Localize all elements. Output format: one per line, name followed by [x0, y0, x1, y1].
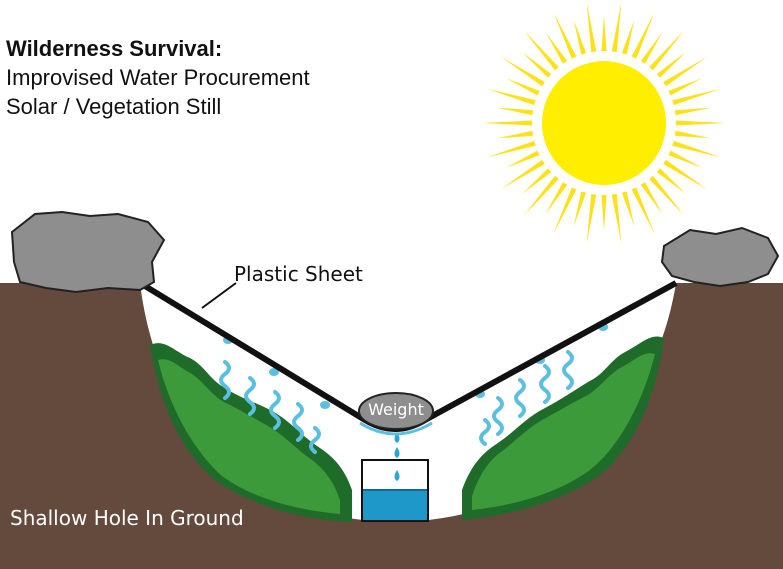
sun-ray [524, 30, 559, 71]
sun-ray [524, 175, 559, 216]
sun-ray [611, 193, 622, 244]
sun-ray [505, 150, 540, 168]
vapor-icon [219, 360, 321, 454]
sun-ray [621, 191, 635, 227]
sun-ray [553, 12, 577, 59]
weight-stone [358, 392, 434, 430]
water-drop-icon [394, 432, 400, 481]
subtitle-line-1: Improvised Water Procurement [6, 65, 310, 90]
plastic-sheet-label: Plastic Sheet [234, 262, 363, 286]
subtitle-line-2: Solar / Vegetation Still [6, 94, 222, 119]
sun-ray [621, 19, 635, 55]
sun-ray [675, 120, 726, 126]
sun-ray [640, 182, 663, 214]
sun-ray [486, 88, 536, 106]
sun-ray [640, 32, 663, 64]
rock-icon [10, 210, 166, 294]
sun-ray [505, 78, 540, 96]
sun-ray [497, 130, 534, 139]
plastic-sheet-pointer [201, 282, 237, 309]
sun-ray [573, 19, 587, 55]
sun-ray [674, 107, 711, 116]
hole-label: Shallow Hole In Ground [10, 506, 244, 530]
sun-ray [672, 140, 722, 158]
ground [0, 283, 783, 569]
rock-icon [660, 226, 780, 288]
sheet-drip [359, 421, 433, 436]
sun-ray [672, 88, 722, 106]
sun-ray [649, 30, 684, 71]
sun-ray [522, 52, 552, 78]
sun-ray [663, 57, 707, 87]
sun-ray [501, 57, 545, 87]
vegetation-icon [150, 343, 352, 522]
sun-ray [649, 175, 684, 216]
sun-disc [542, 61, 666, 185]
sun-ray [522, 168, 552, 194]
page-title: Wilderness Survival: [6, 36, 223, 61]
sun-ray [656, 52, 686, 78]
sun-ray [553, 187, 577, 234]
sun-ray [674, 130, 711, 139]
sun-ray [501, 159, 545, 189]
sun-ray [611, 2, 622, 53]
sun-ray [586, 193, 597, 244]
vegetation-icon [462, 336, 664, 520]
sun-ray [663, 159, 707, 189]
sun-ray [586, 2, 597, 53]
sun-ray [631, 12, 655, 59]
sun-ray [497, 107, 534, 116]
sun-ray [482, 120, 533, 126]
sun-ray [668, 78, 703, 96]
sun-ray [631, 187, 655, 234]
sun-ray [656, 168, 686, 194]
sun-ray [573, 191, 587, 227]
sun-ray [668, 150, 703, 168]
sun-ray [601, 194, 607, 231]
sun-ray [545, 182, 568, 214]
weight-label: Weight [368, 400, 424, 419]
sun-ray [486, 140, 536, 158]
vapor-icon [479, 350, 574, 446]
sun-ray [601, 15, 607, 52]
sun-ray [545, 32, 568, 64]
collection-cup-icon [361, 459, 429, 522]
title-block: Wilderness Survival: Improvised Water Pr… [6, 34, 310, 121]
sun-icon [482, 2, 726, 244]
